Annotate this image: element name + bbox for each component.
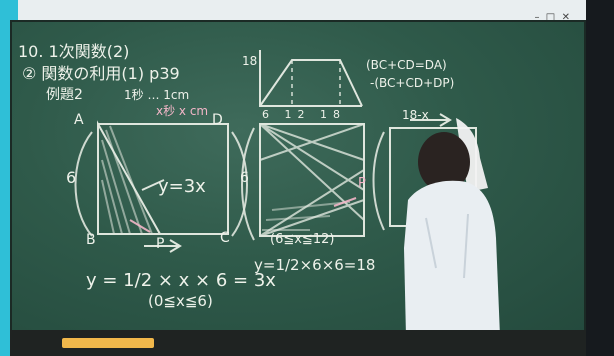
graph-label-18: 18 bbox=[242, 54, 258, 68]
graph-trapezoid bbox=[259, 59, 363, 107]
rectangle-middle bbox=[259, 123, 365, 237]
arrow-to-equation bbox=[141, 179, 165, 191]
middle-hatch bbox=[262, 201, 351, 231]
formula-top-second: -(BC+CD+DP) bbox=[370, 76, 455, 90]
graph-tick-labels: 6 12 18 bbox=[262, 108, 346, 121]
teacher-figure bbox=[404, 118, 500, 336]
formula-top: (BC+CD=DA) bbox=[366, 58, 447, 72]
middle-label-p: P bbox=[358, 176, 366, 191]
label-six: 6 bbox=[66, 168, 77, 187]
pink-arrow-p bbox=[129, 219, 151, 233]
arc-middle bbox=[241, 127, 255, 241]
arc-arrow-right bbox=[231, 131, 248, 237]
graph-dashed bbox=[291, 60, 341, 106]
label-d: D bbox=[212, 112, 223, 128]
label-a: A bbox=[74, 112, 84, 128]
chalk-stick-yellow bbox=[62, 338, 154, 348]
middle-range: (6≦x≦12) bbox=[270, 232, 335, 247]
middle-label-six: 6 bbox=[240, 170, 249, 186]
arrow-bottom bbox=[144, 239, 182, 253]
arc-arrow-left bbox=[74, 131, 93, 237]
equation-range: (0≦x≦6) bbox=[148, 292, 213, 310]
equation-main: y = 1/2 × x × 6 = 3x bbox=[86, 270, 276, 291]
equation-y3x: y=3x bbox=[158, 176, 206, 197]
window-controls[interactable]: – □ ✕ bbox=[534, 12, 570, 23]
label-b: B bbox=[86, 232, 96, 248]
formula-18-minus-x: 18-x bbox=[402, 108, 429, 122]
board-title: 10. 1次関数(2) bbox=[18, 42, 130, 61]
example-label: 例題2 bbox=[46, 87, 83, 103]
middle-fan-lines bbox=[259, 123, 365, 237]
time-note: 1秒 … 1cm bbox=[124, 88, 190, 102]
label-c: C bbox=[220, 230, 230, 246]
label-p: P bbox=[156, 236, 165, 252]
pink-arrow-middle bbox=[333, 197, 357, 207]
right-frame-edge bbox=[586, 0, 614, 356]
top-document-strip bbox=[18, 0, 586, 22]
arrow-right-top bbox=[410, 113, 452, 127]
middle-equation: y=1/2×6×6=18 bbox=[254, 256, 376, 274]
triangle-hatching bbox=[101, 125, 153, 235]
graph-axes bbox=[259, 50, 362, 107]
board-subtitle: ② 関数の利用(1) p39 bbox=[22, 64, 180, 83]
arc-right bbox=[372, 131, 385, 231]
x-box-note: x秒 x cm bbox=[156, 104, 209, 118]
